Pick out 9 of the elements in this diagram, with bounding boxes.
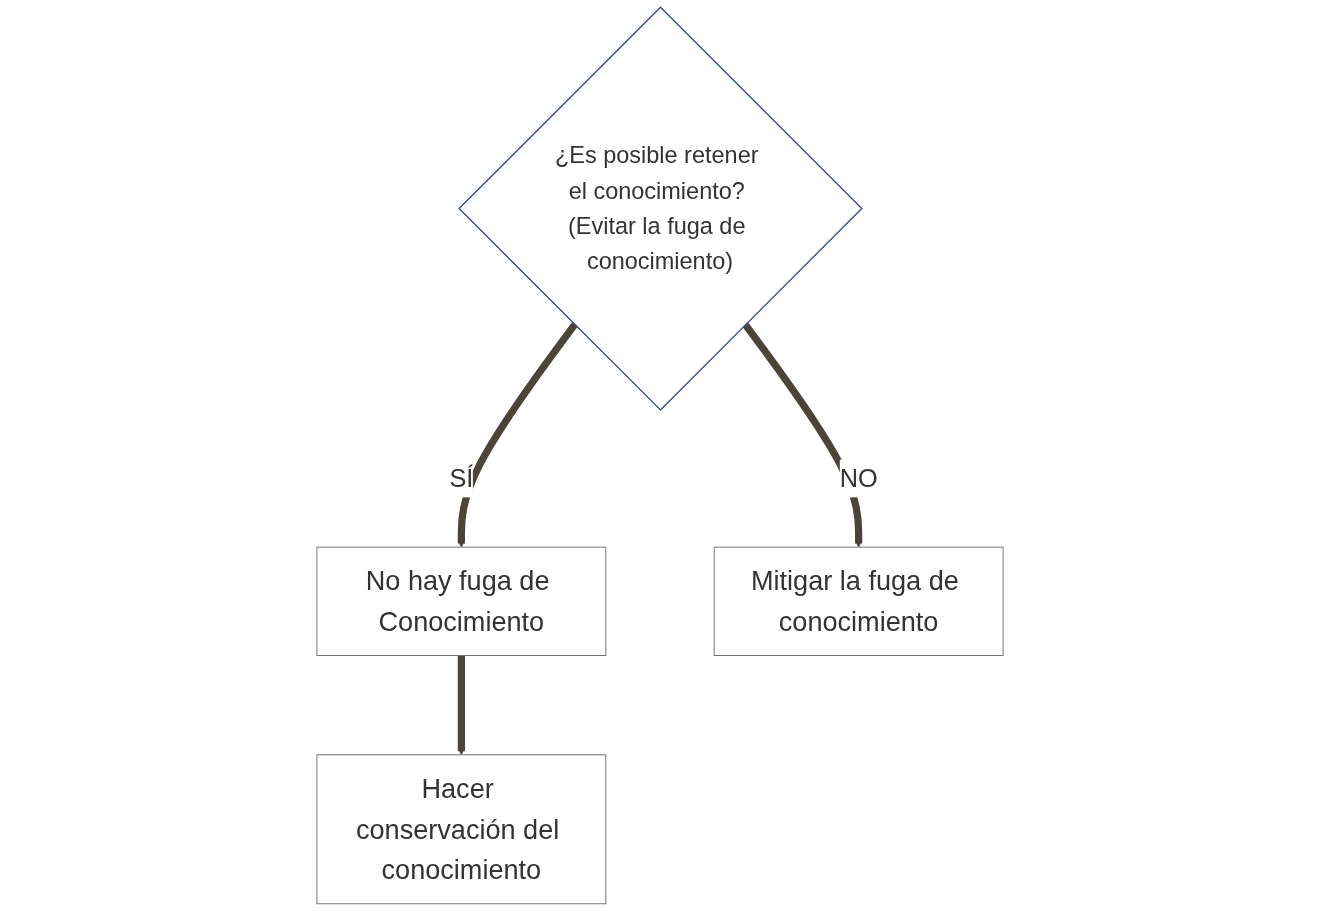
edge-label: NO bbox=[839, 464, 878, 493]
node-box: Hacer conservación del conocimiento bbox=[316, 754, 607, 905]
node-diamond: ¿Es posible retener el conocimiento? (Evitar la fuga de conocimiento) bbox=[458, 6, 863, 411]
arrow bbox=[457, 322, 578, 548]
arrow bbox=[742, 322, 863, 548]
node-box: No hay fuga de Conocimiento bbox=[316, 546, 607, 656]
edge-label: SÍ bbox=[449, 464, 474, 493]
node-box: Mitigar la fuga de conocimiento bbox=[713, 546, 1004, 656]
arrow bbox=[457, 655, 466, 756]
